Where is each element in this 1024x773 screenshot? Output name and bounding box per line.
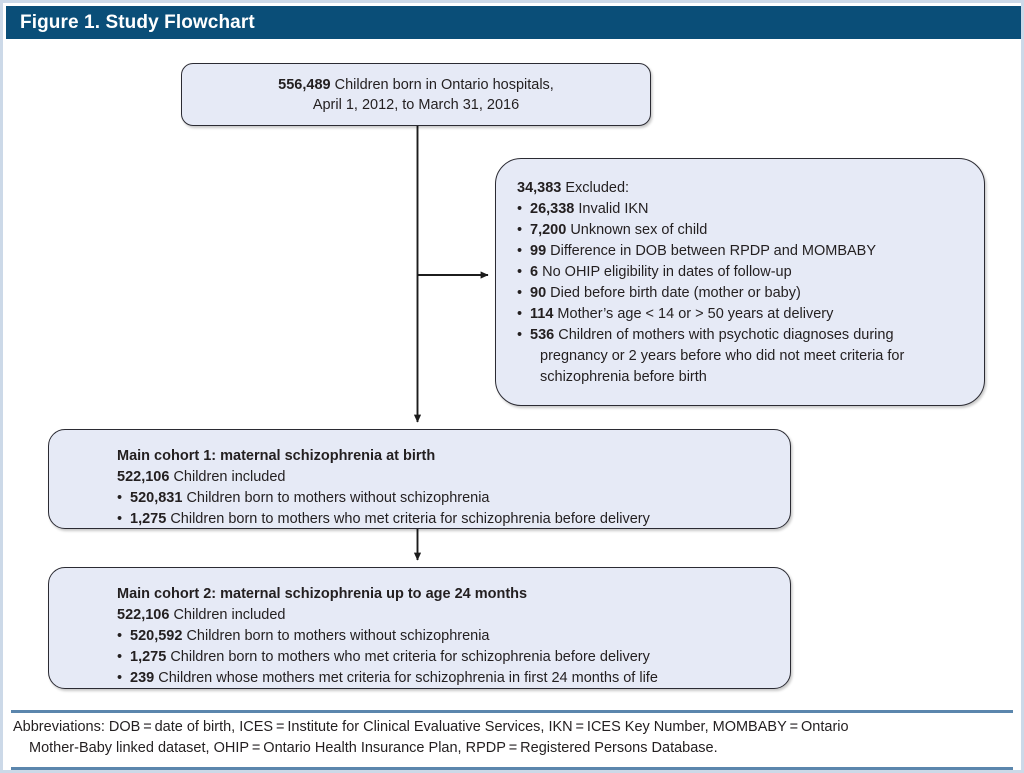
item-text: Invalid IKN <box>574 201 649 217</box>
item-text: Children whose mothers met criteria for … <box>154 670 658 686</box>
item-number: 536 <box>530 327 555 343</box>
cohort1-list: 520,831 Children born to mothers without… <box>117 488 774 530</box>
cohort2-total-text: Children included <box>169 607 286 623</box>
item-text: Children born to mothers who met criteri… <box>166 649 650 665</box>
list-item: 114 Mother’s age < 14 or > 50 years at d… <box>517 304 968 325</box>
cohort2-total: 522,106 Children included <box>117 605 774 626</box>
cohort1-total: 522,106 Children included <box>117 467 774 488</box>
item-text: Mother’s age < 14 or > 50 years at deliv… <box>553 306 834 322</box>
box-excluded: 34,383 Excluded: 26,338 Invalid IKN 7,20… <box>495 158 985 406</box>
item-text: Children born to mothers without schizop… <box>182 628 490 644</box>
children-born-line-2: April 1, 2012, to March 31, 2016 <box>312 96 520 113</box>
list-item: 6 No OHIP eligibility in dates of follow… <box>517 262 968 283</box>
item-number: 26,338 <box>530 201 575 217</box>
children-born-text: Children born in Ontario hospitals, <box>330 76 554 93</box>
item-text: Difference in DOB between RPDP and MOMBA… <box>546 243 877 259</box>
item-number: 239 <box>130 670 155 686</box>
cohort2-total-number: 522,106 <box>117 607 170 623</box>
list-item: 26,338 Invalid IKN <box>517 199 968 220</box>
cohort1-total-number: 522,106 <box>117 469 170 485</box>
item-number: 90 <box>530 285 547 301</box>
item-text-cont: schizophrenia before birth <box>540 369 707 385</box>
item-text-cont: pregnancy or 2 years before who did not … <box>540 348 905 364</box>
list-item: 520,592 Children born to mothers without… <box>117 626 774 647</box>
box-main-cohort-1: Main cohort 1: maternal schizophrenia at… <box>48 429 791 530</box>
excluded-list: 26,338 Invalid IKN 7,200 Unknown sex of … <box>517 199 968 388</box>
children-born-line-1: 556,489 Children born in Ontario hospita… <box>278 75 554 95</box>
list-item: 7,200 Unknown sex of child <box>517 220 968 241</box>
item-text: Died before birth date (mother or baby) <box>546 285 801 301</box>
list-item: 90 Died before birth date (mother or bab… <box>517 283 968 304</box>
item-number: 99 <box>530 243 547 259</box>
excluded-heading: 34,383 Excluded: <box>517 178 968 199</box>
item-number: 1,275 <box>130 649 167 665</box>
list-item: 536 Children of mothers with psychotic d… <box>517 325 968 388</box>
item-number: 520,592 <box>130 628 183 644</box>
cohort1-total-text: Children included <box>169 469 286 485</box>
item-text: Unknown sex of child <box>566 222 708 238</box>
item-text: Children of mothers with psychotic diagn… <box>554 327 894 343</box>
item-text: No OHIP eligibility in dates of follow-u… <box>538 264 792 280</box>
list-item: 520,831 Children born to mothers without… <box>117 488 774 509</box>
list-item: 99 Difference in DOB between RPDP and MO… <box>517 241 968 262</box>
item-text: Children born to mothers who met criteri… <box>166 511 650 527</box>
box-main-cohort-2: Main cohort 2: maternal schizophrenia up… <box>48 567 791 689</box>
item-number: 114 <box>530 306 554 322</box>
excluded-heading-text: Excluded: <box>561 180 630 196</box>
list-item: 239 Children whose mothers met criteria … <box>117 668 774 689</box>
footer-rule-top <box>11 710 1013 713</box>
flowchart-canvas: 556,489 Children born in Ontario hospita… <box>3 39 1021 707</box>
item-number: 7,200 <box>530 222 567 238</box>
excluded-count: 34,383 <box>517 180 562 196</box>
item-number: 6 <box>530 264 539 280</box>
box-children-born: 556,489 Children born in Ontario hospita… <box>181 63 651 126</box>
abbreviations-note: Abbreviations: DOB = date of birth, ICES… <box>13 717 1013 759</box>
figure-header: Figure 1. Study Flowchart <box>6 6 1021 39</box>
cohort2-list: 520,592 Children born to mothers without… <box>117 626 774 689</box>
cohort1-heading: Main cohort 1: maternal schizophrenia at… <box>117 448 436 464</box>
page-title: Figure 1. Study Flowchart <box>20 12 255 33</box>
cohort2-heading: Main cohort 2: maternal schizophrenia up… <box>117 586 528 602</box>
item-text: Children born to mothers without schizop… <box>182 490 490 506</box>
item-number: 1,275 <box>130 511 167 527</box>
abbreviations-line-2: Mother-Baby linked dataset, OHIP = Ontar… <box>29 740 718 756</box>
list-item: 1,275 Children born to mothers who met c… <box>117 509 774 530</box>
children-born-count: 556,489 <box>278 76 331 93</box>
footer-rule-bottom <box>11 767 1013 770</box>
item-number: 520,831 <box>130 490 183 506</box>
abbreviations-line-1: Abbreviations: DOB = date of birth, ICES… <box>13 719 849 735</box>
list-item: 1,275 Children born to mothers who met c… <box>117 647 774 668</box>
